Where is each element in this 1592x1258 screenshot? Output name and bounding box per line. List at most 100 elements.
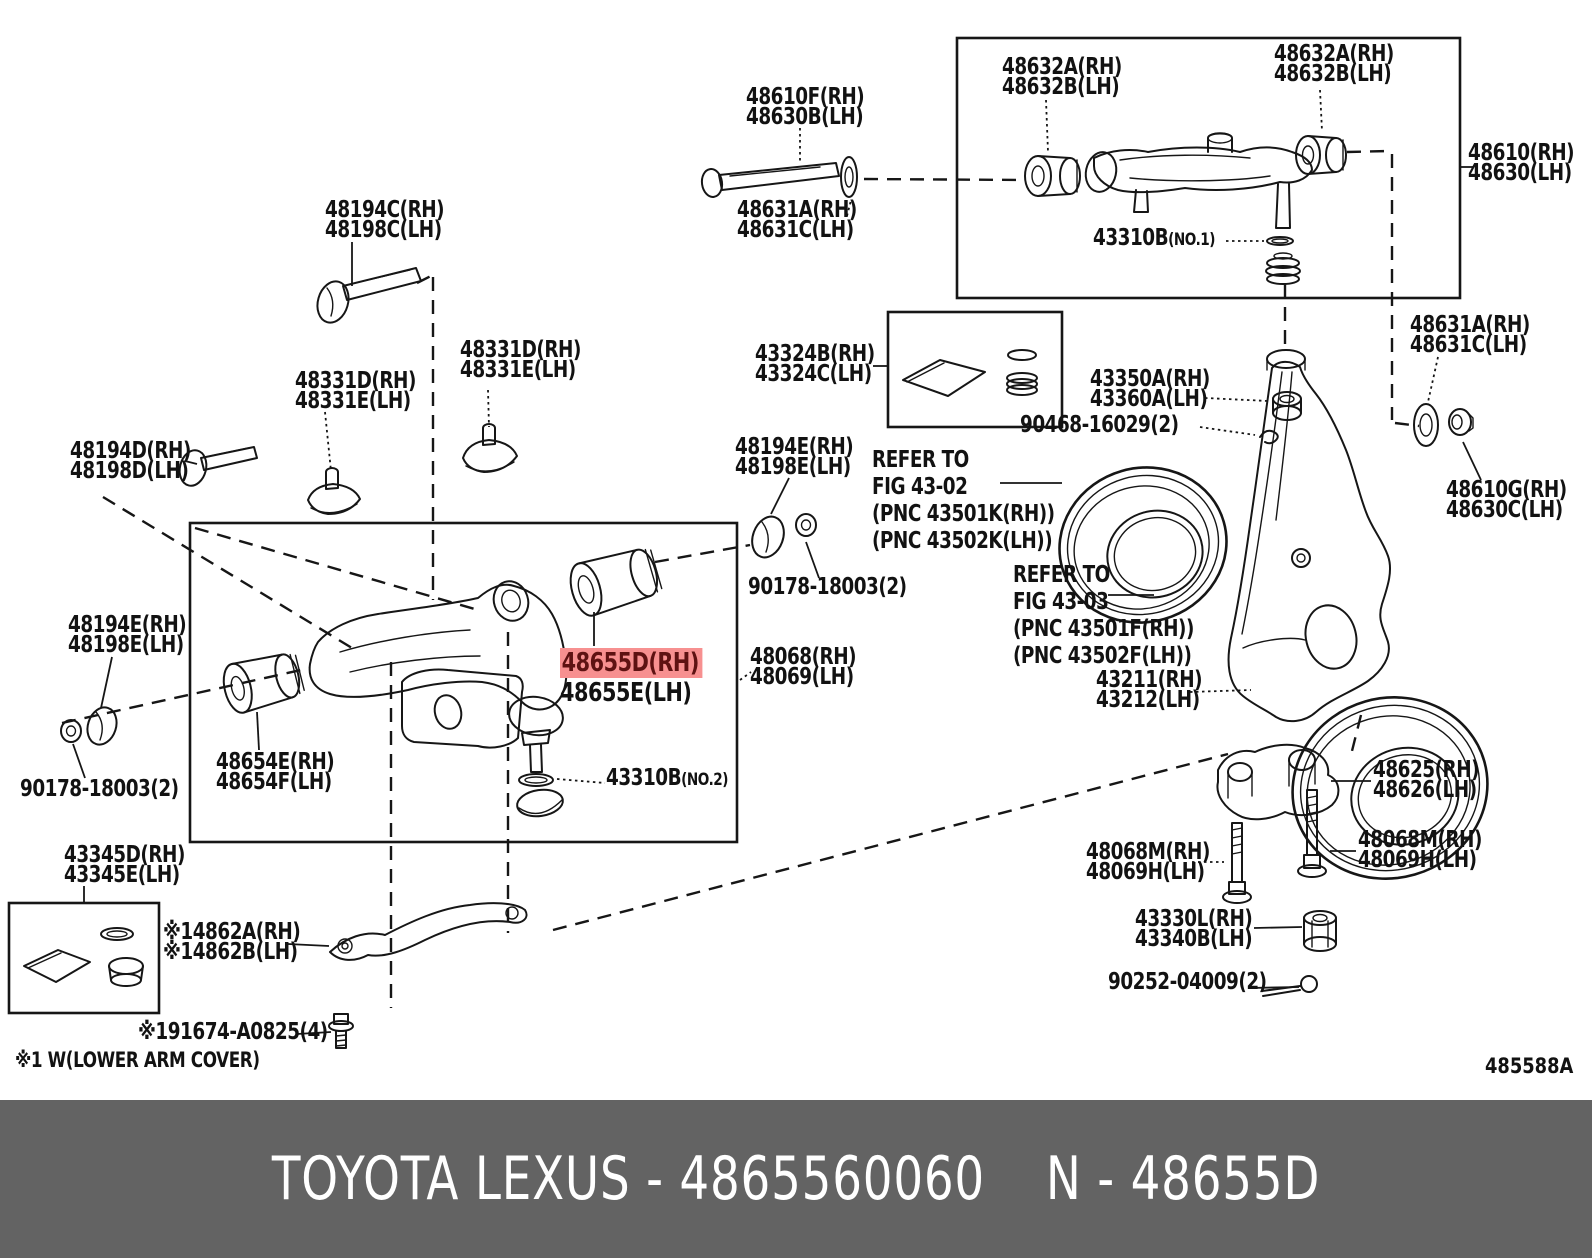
part-number-text: 48069H(LH) xyxy=(1358,847,1477,873)
lower-control-arm xyxy=(308,580,568,773)
part-number-text: FIG 43-02 xyxy=(872,474,968,500)
part-number-text: 90252-04009(2) xyxy=(1108,969,1267,995)
shaft-48610f xyxy=(700,162,840,198)
part-number-text: 48631A(RH) xyxy=(1410,312,1530,338)
part-number-text: 43212(LH) xyxy=(1096,687,1200,713)
part-number-text: 90178-18003(2) xyxy=(20,776,179,802)
part-number-text: 48630C(LH) xyxy=(1446,497,1563,523)
kit-43345-box xyxy=(7,901,161,1015)
part-number-text: 43345D(RH) xyxy=(64,842,185,868)
part-number-text: 48630B(LH) xyxy=(746,104,864,130)
part-number-text: 48198E(LH) xyxy=(68,632,184,658)
part-label-48632a-left: 48632A(RH)48632B(LH) xyxy=(1002,54,1122,99)
lower-arm-box xyxy=(188,521,739,844)
part-number-text: 48069H(LH) xyxy=(1086,859,1205,885)
part-number-text: 90468-16029(2) xyxy=(1020,412,1179,438)
part-number-text: 48331E(LH) xyxy=(295,388,411,414)
part-label-48632a-right: 48632A(RH)48632B(LH) xyxy=(1274,43,1394,87)
part-number-text: 48625(RH) xyxy=(1373,757,1480,783)
part-number-text: 48198E(LH) xyxy=(735,454,851,480)
kit-43324-box xyxy=(886,310,1064,429)
cap-48194e-right xyxy=(751,515,785,559)
construction-lines xyxy=(61,149,1420,1008)
steering-knuckle xyxy=(1227,349,1392,723)
part-label-48331d-1: 48331D(RH)48331E(LH) xyxy=(460,337,581,383)
part-number-text: 48632B(LH) xyxy=(1274,61,1392,87)
part-number-text: 48068M(RH) xyxy=(1358,827,1482,853)
part-number-text: 48068M(RH) xyxy=(1086,839,1210,865)
bushing-48632a-left xyxy=(1024,155,1081,197)
upper-control-arm xyxy=(1084,132,1313,229)
part-number-text: 48194D(RH) xyxy=(70,438,191,464)
part-label-48194c: 48194C(RH)48198C(LH) xyxy=(325,197,445,243)
part-number-text: 48198C(LH) xyxy=(325,217,442,243)
part-label-90178-left: 90178-18003(2) xyxy=(20,776,179,802)
washer-48631a-top xyxy=(840,156,858,198)
part-number-text: (PNC 43501K(RH)) xyxy=(872,501,1055,527)
part-number-text: 48610G(RH) xyxy=(1446,477,1567,503)
part-number-text: (PNC 43501F(RH)) xyxy=(1013,616,1194,642)
part-label-48631a-right: 48631A(RH)48631C(LH) xyxy=(1410,312,1530,357)
part-number-text: 43330L(RH) xyxy=(1135,906,1253,932)
washer-48631a-right xyxy=(1413,403,1439,447)
bracket-48625 xyxy=(1216,743,1340,821)
part-number-text: 48331E(LH) xyxy=(460,357,576,383)
part-number-text: 48331D(RH) xyxy=(460,337,581,363)
bolt-48068m-right xyxy=(1297,789,1327,878)
part-number-text: 48068(RH) xyxy=(750,644,857,670)
highlighted-part-number: 48655D(RH) xyxy=(560,648,703,678)
bolt-48194d xyxy=(178,446,258,487)
part-number-text: 48632A(RH) xyxy=(1002,54,1122,80)
part-number-text: 90178-18003(2) xyxy=(748,574,907,600)
part-label-48194e-left: 48194E(RH)48198E(LH) xyxy=(68,614,187,658)
bushing-48654e xyxy=(222,653,305,714)
part-label-90252-04009: 90252-04009(2) xyxy=(1108,969,1267,995)
part-label-48068: 48068(RH)48069(LH) xyxy=(750,644,857,689)
part-number-text: REFER TO xyxy=(872,447,969,473)
ball-joint-48331d-1 xyxy=(462,423,518,473)
nut-90178-left xyxy=(60,719,82,743)
cap-48194e-left xyxy=(86,706,118,746)
part-number-text: 48654E(RH) xyxy=(216,749,335,775)
nut-48610g xyxy=(1448,408,1474,436)
part-number-suffix: (NO.1) xyxy=(1168,230,1215,250)
part-label-48194e-right: 48194E(RH)48198E(LH) xyxy=(735,434,854,480)
bushing-48632a-right xyxy=(1295,135,1347,175)
dust-cover xyxy=(516,788,564,818)
part-number-text: (PNC 43502F(LH)) xyxy=(1013,643,1192,669)
part-number-text: 43310B xyxy=(1093,225,1169,251)
part-number-text: 48331D(RH) xyxy=(295,368,416,394)
bolt-48194c xyxy=(316,267,422,324)
part-number-text: 43324C(LH) xyxy=(755,361,872,387)
part-label-48625: 48625(RH)48626(LH) xyxy=(1373,757,1480,802)
part-number-text: 48610F(RH) xyxy=(746,84,865,110)
footer-brand-partnumber: TOYOTA LEXUS - 4865560060 xyxy=(271,1144,985,1214)
part-label-48631a-top: 48631A(RH)48631C(LH) xyxy=(737,197,857,242)
snap-ring-43310b-no1 xyxy=(1266,236,1294,246)
part-number-text: 48194E(RH) xyxy=(735,434,854,460)
clip-90468 xyxy=(1259,429,1279,445)
part-number-text: 48655E(LH) xyxy=(560,678,692,708)
cotter-pin-90252 xyxy=(1261,975,1318,997)
part-label-90178-right: 90178-18003(2) xyxy=(748,574,907,600)
part-number-text: REFER TO xyxy=(1013,562,1110,588)
part-number-text: 48194C(RH) xyxy=(325,197,445,223)
bushing-48655 xyxy=(569,548,663,617)
part-label-43350a: 43350A(RH)43360A(LH) xyxy=(1090,366,1210,412)
part-label-48610f: 48610F(RH)48630B(LH) xyxy=(746,84,865,130)
part-number-text: 43360A(LH) xyxy=(1090,386,1208,412)
part-number-text: 43350A(RH) xyxy=(1090,366,1210,392)
part-number-text: ※14862B(LH) xyxy=(163,939,298,965)
part-number-text: ※191674-A0825(4) xyxy=(138,1019,328,1045)
part-number-suffix: (NO.2) xyxy=(681,770,728,790)
part-number-text: 48631A(RH) xyxy=(737,197,857,223)
part-number-text: 48630(LH) xyxy=(1468,160,1572,186)
upper-arm-box xyxy=(955,36,1462,300)
arm-cover-14862 xyxy=(329,902,528,961)
part-number-text: 43324B(RH) xyxy=(755,341,875,367)
part-label-191674: ※191674-A0825(4) xyxy=(138,1019,328,1045)
